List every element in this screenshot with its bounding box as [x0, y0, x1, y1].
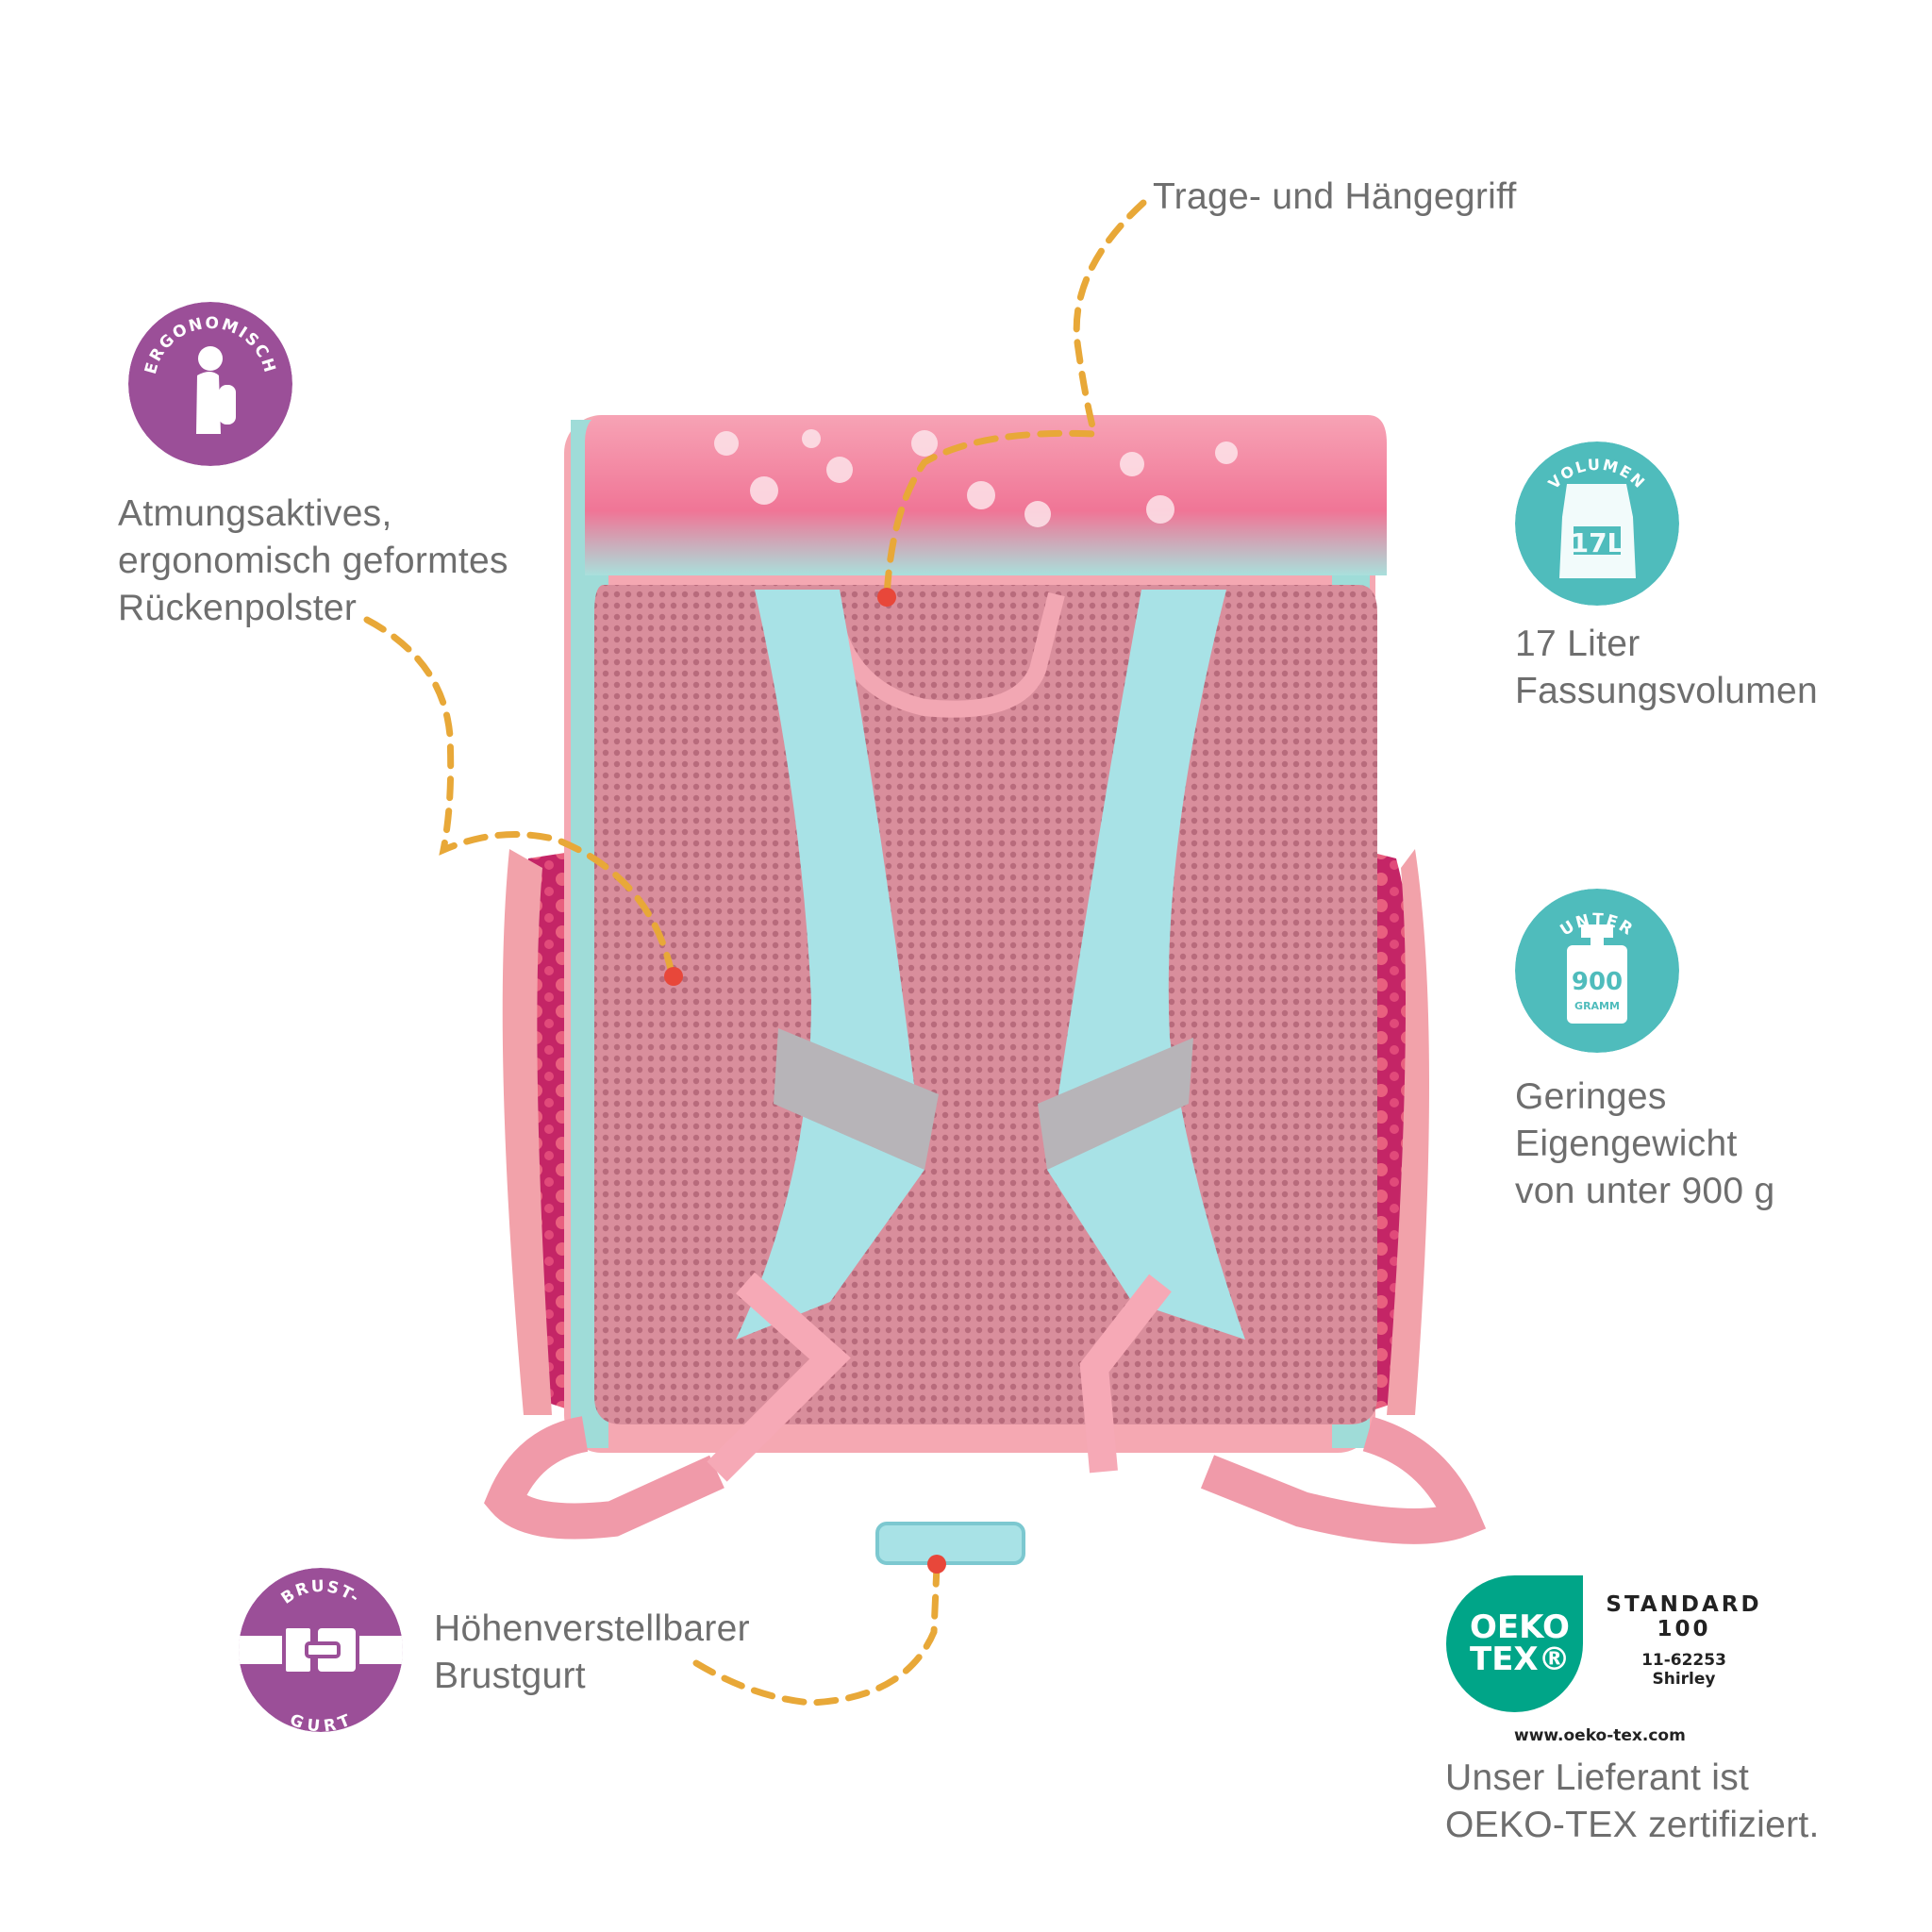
supplier-name: Shirley — [1652, 1670, 1716, 1689]
backpack-icon — [1559, 484, 1636, 578]
chest-strap-description: Höhenverstellbarer Brustgurt — [434, 1606, 750, 1700]
certificate-number: 11-62253 — [1641, 1651, 1726, 1670]
svg-text:GRAMM: GRAMM — [1574, 1000, 1620, 1012]
text-line: von unter 900 g — [1515, 1171, 1775, 1211]
chest-buckle — [875, 1522, 1025, 1565]
svg-text:GURT: GURT — [287, 1710, 355, 1732]
buckle-icon — [282, 1624, 359, 1675]
text-line: Brustgurt — [434, 1656, 586, 1696]
text-line: OEKO-TEX zertifiziert. — [1445, 1805, 1820, 1845]
text-line: Eigengewicht — [1515, 1124, 1738, 1164]
connector-back — [363, 616, 675, 977]
callout-dot-back — [664, 967, 683, 986]
oeko-tex-logo — [1446, 1575, 1583, 1712]
callout-dot-handle — [877, 588, 896, 607]
standard-info: STANDARD 100 11-62253 Shirley — [1604, 1592, 1764, 1689]
shoulder-strap-right — [1047, 590, 1245, 1340]
svg-text:17L: 17L — [1571, 527, 1624, 558]
oeko-tex-label: OEKO TEX® STANDARD 100 11-62253 Shirley … — [1415, 1528, 1792, 1774]
svg-text:900: 900 — [1572, 968, 1623, 996]
spine-backpack-icon — [196, 346, 236, 434]
volume-badge: VOLUMEN 17L — [1515, 441, 1679, 606]
handle-description: Trage- und Hängegriff — [1153, 174, 1517, 221]
text-line: 17 Liter — [1515, 624, 1641, 664]
standard-number: 100 — [1657, 1617, 1711, 1641]
callout-dot-chest — [927, 1555, 946, 1574]
text-line: Trage- und Hängegriff — [1153, 176, 1517, 217]
oeko-tex-logo-text: OEKO TEX® — [1470, 1608, 1571, 1678]
oeko-tex-url: www.oeko-tex.com — [1514, 1726, 1686, 1745]
text-line: Höhenverstellbarer — [434, 1608, 750, 1649]
standard-title: STANDARD — [1606, 1592, 1762, 1617]
text-line: Rückenpolster — [118, 588, 358, 628]
text-line: ergonomisch geformtes — [118, 541, 508, 581]
text-line: Unser Lieferant ist — [1445, 1757, 1750, 1798]
text-line: Geringes — [1515, 1076, 1667, 1117]
certification-description: Unser Lieferant ist OEKO-TEX zertifizier… — [1445, 1755, 1820, 1849]
volume-description: 17 Liter Fassungsvolumen — [1515, 621, 1818, 715]
weight-badge: UNTER 900 GRAMM — [1515, 889, 1679, 1053]
chest-strap-badge: BRUST- GURT — [239, 1568, 403, 1732]
connector-chest — [692, 1562, 941, 1707]
ergonomic-description: Atmungsaktives, ergonomisch geformtes Rü… — [118, 491, 508, 632]
ergonomic-badge: ERGONOMISCH — [128, 302, 292, 466]
connector-handle — [883, 199, 1147, 601]
text-line: Atmungsaktives, — [118, 493, 392, 534]
reflector-left — [774, 1028, 939, 1170]
shoulder-strap-left — [736, 590, 924, 1340]
text-line: Fassungsvolumen — [1515, 671, 1818, 711]
reflector-right — [1038, 1038, 1193, 1170]
weight-description: Geringes Eigengewicht von unter 900 g — [1515, 1074, 1775, 1215]
weight-icon — [1567, 924, 1627, 1024]
